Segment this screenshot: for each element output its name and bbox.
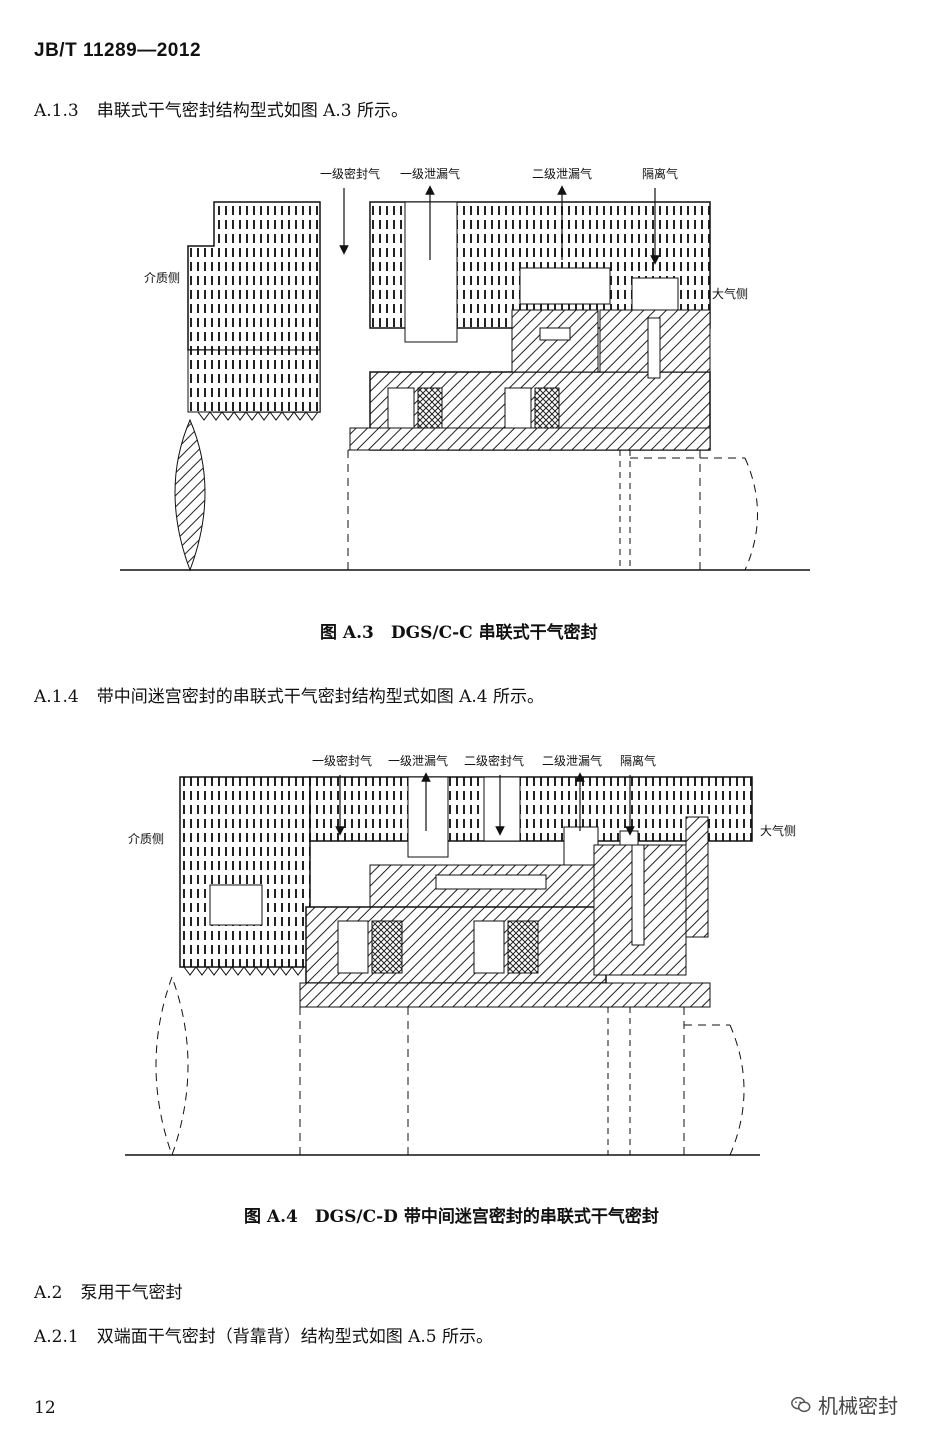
label-process-side: 介质侧: [144, 271, 180, 285]
label-secondary-seal-gas: 二级密封气: [464, 753, 524, 768]
clause-text: 泵用干气密封: [80, 1283, 183, 1303]
label-separation-gas: 隔离气: [642, 166, 678, 181]
figure-a4-drawing: 一级密封气 一级泄漏气 二级密封气 二级泄漏气 隔离气 介质侧 大气侧: [125, 753, 796, 1157]
labyrinth-teeth: [197, 411, 319, 421]
clause-text: 带中间迷宫密封的串联式干气密封结构型式如图 A.4 所示。: [96, 687, 545, 707]
label-separation-gas: 隔离气: [620, 753, 656, 768]
clause-number: A.1.3: [34, 101, 79, 121]
label-atmosphere-side: 大气侧: [760, 823, 796, 838]
clause-text: 串联式干气密封结构型式如图 A.3 所示。: [96, 101, 409, 121]
standard-number: JB/T 11289—2012: [34, 40, 202, 61]
clause-number: A.2: [34, 1283, 63, 1303]
seal-cartridge: [299, 816, 711, 1008]
section-a2-heading: A.2 泵用干气密封: [34, 1278, 183, 1303]
clause-text: 双端面干气密封（背靠背）结构型式如图 A.5 所示。: [96, 1327, 494, 1347]
figure-a3-drawing: 一级密封气 一级泄漏气 二级泄漏气 隔离气 介质侧 大气侧: [120, 166, 810, 572]
clause-a13: A.1.3 串联式干气密封结构型式如图 A.3 所示。: [34, 96, 408, 121]
label-process-side: 介质侧: [128, 832, 164, 846]
clause-a21: A.2.1 双端面干气密封（背靠背）结构型式如图 A.5 所示。: [34, 1322, 493, 1347]
clause-number: A.2.1: [34, 1327, 79, 1347]
watermark: 机械密封: [790, 1390, 898, 1419]
label-secondary-vent: 二级泄漏气: [532, 166, 592, 181]
figure-a4-caption: 图 A.4 DGS/C-D 带中间迷宫密封的串联式干气密封: [244, 1207, 659, 1227]
label-primary-vent: 一级泄漏气: [400, 166, 460, 181]
shaft: [120, 418, 810, 572]
label-primary-seal-gas: 一级密封气: [312, 753, 372, 768]
label-atmosphere-side: 大气侧: [712, 286, 748, 301]
label-primary-seal-gas: 一级密封气: [320, 166, 380, 181]
clause-number: A.1.4: [34, 687, 79, 707]
wechat-icon: [791, 1396, 811, 1412]
label-secondary-vent: 二级泄漏气: [542, 753, 602, 768]
housing: [179, 776, 753, 968]
labyrinth-teeth: [183, 966, 305, 976]
figure-a3-caption: 图 A.3 DGS/C-C 串联式干气密封: [320, 623, 598, 643]
clause-a14: A.1.4 带中间迷宫密封的串联式干气密封结构型式如图 A.4 所示。: [34, 682, 544, 707]
shaft: [125, 975, 760, 1157]
seal-cartridge: [349, 309, 711, 451]
label-primary-vent: 一级泄漏气: [388, 753, 448, 768]
watermark-text: 机械密封: [818, 1394, 898, 1418]
page-number: 12: [34, 1398, 56, 1418]
